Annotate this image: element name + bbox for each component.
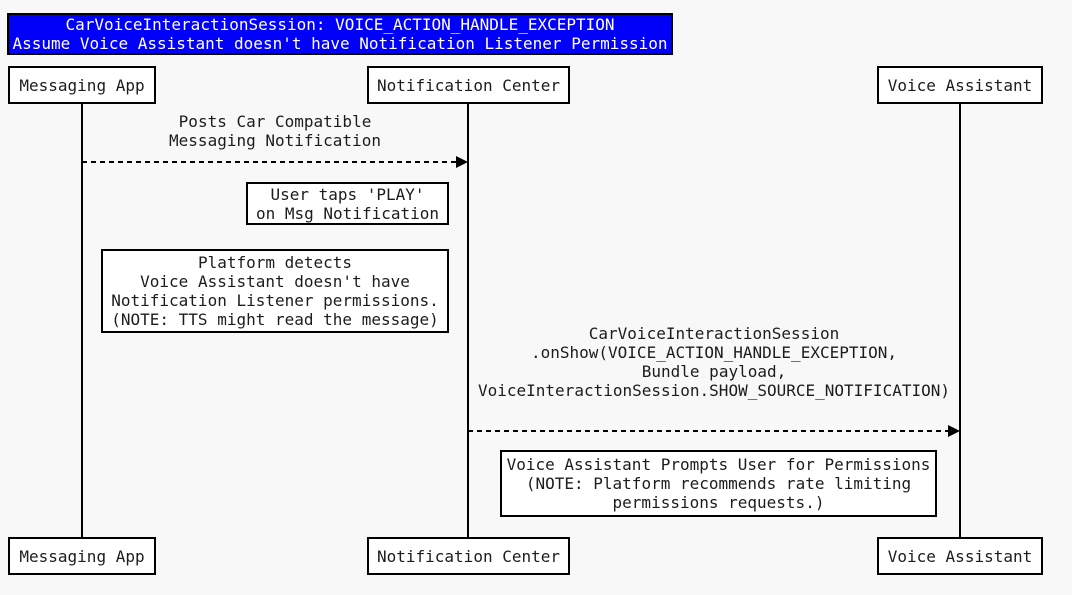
note-line: permissions requests.) xyxy=(612,493,825,512)
note-line: User taps 'PLAY' xyxy=(270,184,425,204)
participant-voice-assistant-bottom: Voice Assistant xyxy=(877,537,1043,575)
participant-label: Notification Center xyxy=(376,546,561,566)
message-label-onshow: CarVoiceInteractionSession .onShow(VOICE… xyxy=(468,324,960,400)
participant-label: Messaging App xyxy=(19,75,145,95)
participant-messaging-app-top: Messaging App xyxy=(8,66,156,104)
message-label-line: CarVoiceInteractionSession xyxy=(588,324,840,343)
lifeline-messaging-app xyxy=(81,103,83,538)
lifeline-voice-assistant xyxy=(959,103,961,538)
note-line: Voice Assistant Prompts User for Permiss… xyxy=(506,455,931,474)
message-arrow-onshow xyxy=(468,422,960,444)
note-line: Voice Assistant doesn't have xyxy=(140,272,410,291)
message-label-posts-notification: Posts Car Compatible Messaging Notificat… xyxy=(82,112,468,150)
note-line: (NOTE: Platform recommends rate limiting xyxy=(525,474,912,493)
message-label-line: .onShow(VOICE_ACTION_HANDLE_EXCEPTION, xyxy=(530,343,898,362)
note-voice-assistant-prompts: Voice Assistant Prompts User for Permiss… xyxy=(500,450,937,517)
participant-notification-center-bottom: Notification Center xyxy=(367,537,570,575)
note-line: on Msg Notification xyxy=(255,203,440,223)
participant-label: Voice Assistant xyxy=(887,546,1033,566)
participant-label: Notification Center xyxy=(376,75,561,95)
diagram-title: CarVoiceInteractionSession: VOICE_ACTION… xyxy=(7,13,673,55)
participant-label: Messaging App xyxy=(19,546,145,566)
participant-messaging-app-bottom: Messaging App xyxy=(8,537,156,575)
dashed-arrow-right-icon xyxy=(468,425,960,437)
message-label-line: Messaging Notification xyxy=(169,131,381,150)
note-platform-detects: Platform detects Voice Assistant doesn't… xyxy=(101,249,449,333)
note-line: Notification Listener permissions. xyxy=(111,291,439,310)
note-user-taps-play: User taps 'PLAY' on Msg Notification xyxy=(246,182,449,225)
participant-voice-assistant-top: Voice Assistant xyxy=(877,66,1043,104)
note-line: Platform detects xyxy=(197,253,353,272)
message-arrow-posts-notification xyxy=(82,153,468,175)
note-line: (NOTE: TTS might read the message) xyxy=(111,310,439,329)
diagram-title-line-2: Assume Voice Assistant doesn't have Noti… xyxy=(12,34,668,53)
participant-label: Voice Assistant xyxy=(887,75,1033,95)
dashed-arrow-right-icon xyxy=(82,156,468,168)
message-label-line: Posts Car Compatible xyxy=(178,112,372,131)
message-label-line: VoiceInteractionSession.SHOW_SOURCE_NOTI… xyxy=(477,381,950,400)
participant-notification-center-top: Notification Center xyxy=(367,66,570,104)
message-label-line: Bundle payload, xyxy=(641,362,787,381)
lifeline-notification-center xyxy=(467,103,469,538)
diagram-title-line-1: CarVoiceInteractionSession: VOICE_ACTION… xyxy=(65,15,615,34)
